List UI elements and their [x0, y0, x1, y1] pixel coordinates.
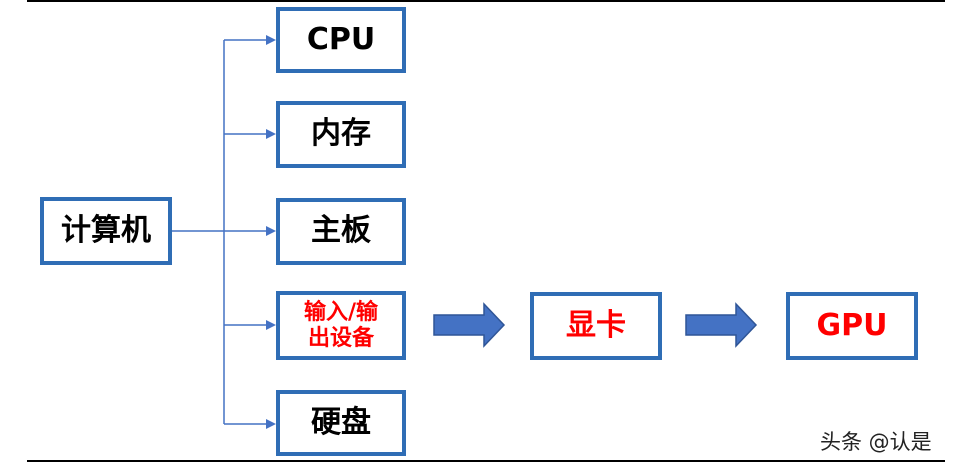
arrowhead-disk	[266, 419, 276, 429]
node-io-devices: 输入/输 出设备	[276, 291, 406, 360]
node-cpu: CPU	[276, 7, 406, 73]
block-arrow-card-to-gpu	[685, 302, 758, 348]
arrowhead-memory	[266, 129, 276, 139]
block-arrow-io-to-card	[433, 302, 506, 348]
node-gpu: GPU	[786, 292, 918, 360]
node-disk: 硬盘	[276, 390, 406, 456]
watermark: 头条 @认是	[820, 430, 932, 454]
node-memory: 内存	[276, 101, 406, 168]
top-rule	[27, 0, 945, 2]
node-computer: 计算机	[40, 197, 172, 265]
arrowhead-motherboard	[266, 226, 276, 236]
arrowhead-io	[266, 320, 276, 330]
bottom-rule	[27, 460, 945, 462]
node-motherboard: 主板	[276, 198, 406, 265]
node-graphics-card: 显卡	[530, 292, 662, 360]
arrowhead-cpu	[266, 35, 276, 45]
